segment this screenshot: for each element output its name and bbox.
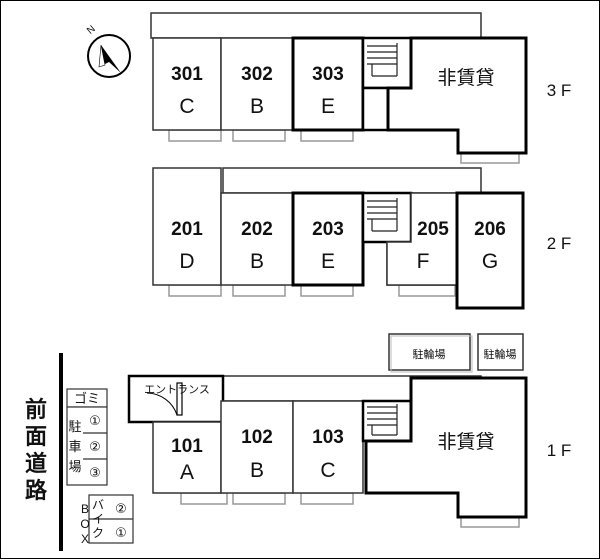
stair-steps-2f bbox=[367, 198, 398, 232]
box-char-x: X bbox=[81, 532, 89, 546]
non-rental-label-1f: 非賃貸 bbox=[437, 431, 494, 453]
unit-201[interactable] bbox=[152, 167, 222, 286]
balcony-102 bbox=[232, 492, 286, 505]
floor-1: エントランス 101 A 102 B 103 C 非賃貸 1 F bbox=[127, 374, 572, 528]
balcony-201 bbox=[168, 284, 222, 297]
bicycle-parking-2 bbox=[477, 333, 524, 371]
entrance-door bbox=[176, 382, 183, 416]
bike-char-2: イ bbox=[92, 512, 104, 526]
north-compass-icon: N bbox=[85, 24, 131, 78]
floor-3: 301 C 302 B 303 E 非賃貸 3 F bbox=[150, 12, 572, 164]
bike-char-3: ク bbox=[92, 526, 104, 540]
bicycle-parking-1-label: 駐輪場 bbox=[413, 347, 446, 361]
car-parking bbox=[66, 406, 108, 486]
unit-101-type: A bbox=[180, 461, 194, 484]
floor-2: 201 D 202 B 203 E 205 F 206 G 2 F bbox=[152, 167, 572, 310]
balcony-103 bbox=[300, 492, 354, 505]
bike-space-2: ② bbox=[115, 502, 127, 517]
unit-202-number: 202 bbox=[241, 219, 273, 240]
non-rental-area-3f bbox=[386, 36, 528, 155]
parking-char-3: 場 bbox=[68, 460, 81, 475]
stair-steps-3f bbox=[367, 43, 398, 77]
balcony-205 bbox=[398, 284, 456, 297]
unit-203-number: 203 bbox=[312, 219, 344, 240]
balcony-202 bbox=[232, 284, 286, 297]
unit-303-type: E bbox=[321, 95, 335, 118]
unit-103[interactable] bbox=[292, 400, 364, 494]
unit-101[interactable] bbox=[152, 421, 222, 494]
unit-103-type: C bbox=[320, 459, 335, 482]
stair-landing-3f bbox=[361, 86, 390, 132]
parking-space-2: ② bbox=[89, 440, 101, 455]
bicycle-parking: 駐輪場 駐輪場 bbox=[388, 333, 524, 373]
box-char-b: B bbox=[81, 502, 89, 516]
parking-char-1: 駐 bbox=[68, 420, 81, 435]
parking-space-3: ③ bbox=[89, 466, 101, 481]
unit-205-number: 205 bbox=[417, 219, 449, 240]
balcony-303 bbox=[300, 129, 354, 142]
parking-char-2: 車 bbox=[68, 440, 81, 455]
entrance bbox=[127, 374, 225, 424]
balcony-203 bbox=[300, 284, 354, 297]
balcony-302 bbox=[232, 129, 286, 142]
entrance-label: エントランス bbox=[144, 383, 210, 396]
unit-301-type: C bbox=[179, 95, 194, 118]
road-char-1: 前 bbox=[25, 397, 47, 423]
bike-char-1: バ bbox=[92, 498, 104, 512]
floor-label-1f: 1 F bbox=[547, 441, 572, 460]
non-rental-area-1f bbox=[364, 376, 528, 519]
unit-206-type: G bbox=[482, 250, 498, 273]
north-label: N bbox=[85, 24, 98, 37]
unit-102-number: 102 bbox=[241, 427, 273, 448]
non-rental-label-3f: 非賃貸 bbox=[437, 67, 494, 89]
unit-103-number: 103 bbox=[312, 427, 344, 448]
stairwell-2f bbox=[361, 191, 413, 244]
road-char-2: 面 bbox=[25, 425, 47, 450]
balcony-301 bbox=[168, 129, 222, 142]
corridor-3f bbox=[150, 12, 482, 39]
unit-302-number: 302 bbox=[241, 64, 273, 85]
unit-201-type: D bbox=[179, 250, 194, 273]
garbage-label: ゴミ bbox=[74, 391, 100, 407]
unit-102[interactable] bbox=[220, 400, 294, 494]
bicycle-parking-2-label: 駐輪場 bbox=[484, 347, 517, 361]
floor-label-3f: 3 F bbox=[547, 81, 572, 100]
bicycle-parking-1 bbox=[388, 333, 471, 371]
road-char-4: 路 bbox=[25, 478, 48, 504]
door-swing bbox=[146, 392, 178, 416]
box-char-o: O bbox=[80, 517, 89, 531]
unit-206-number: 206 bbox=[474, 219, 506, 240]
corridor-2f bbox=[222, 167, 482, 194]
unit-101-number: 101 bbox=[171, 436, 203, 457]
unit-301-number: 301 bbox=[171, 64, 203, 85]
parking-space-1: ① bbox=[89, 414, 101, 429]
unit-205-type: F bbox=[417, 250, 430, 273]
unit-201-number: 201 bbox=[171, 219, 203, 240]
unit-303-number: 303 bbox=[312, 64, 344, 85]
floor-label-2f: 2 F bbox=[547, 234, 572, 253]
unit-102-type: B bbox=[250, 459, 264, 482]
unit-302[interactable] bbox=[220, 37, 294, 131]
balcony-101 bbox=[180, 492, 228, 505]
unit-203-type: E bbox=[321, 250, 335, 273]
bike-space-1: ① bbox=[115, 526, 127, 541]
unit-206[interactable] bbox=[455, 191, 525, 310]
stair-steps-1f bbox=[367, 404, 398, 436]
road-char-3: 道 bbox=[25, 451, 47, 477]
unit-202-type: B bbox=[250, 250, 264, 273]
unit-302-type: B bbox=[250, 95, 264, 118]
site-left: 前 面 道 路 ゴミ 駐 車 場 ① ② ③ バ イ ク ② ① B O X bbox=[25, 353, 134, 551]
